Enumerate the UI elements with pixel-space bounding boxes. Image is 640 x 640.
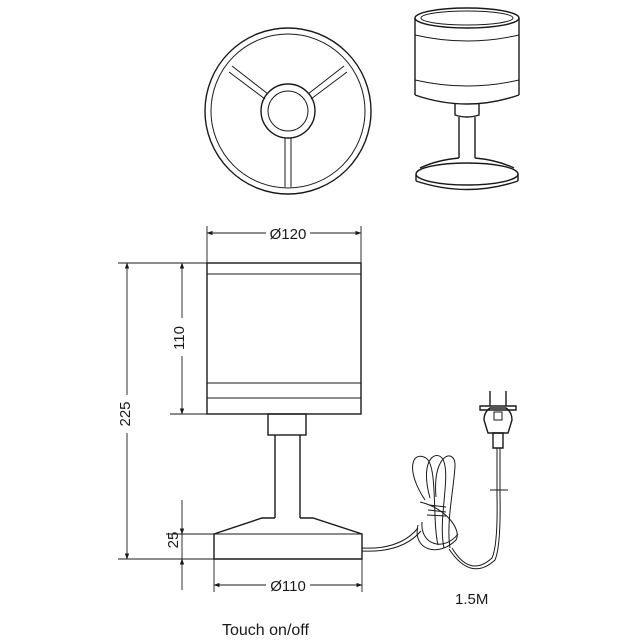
dimension-shade-height: 110 — [168, 262, 207, 415]
stem-collar — [267, 413, 307, 436]
base-diameter-label: Ø110 — [270, 578, 306, 595]
dimension-base-diameter: Ø110 — [213, 559, 363, 595]
base-height-label: 25 — [165, 532, 182, 549]
dimension-shade-diameter: Ø120 — [206, 224, 362, 263]
total-height-label: 225 — [117, 401, 134, 426]
front-view-lamp — [206, 262, 363, 560]
shade-diameter-label: Ø120 — [270, 226, 307, 243]
base-outline — [213, 517, 363, 560]
cable-length-label: 1.5M — [455, 591, 488, 608]
perspective-view-lamp — [414, 7, 520, 191]
dimension-base-height: 25 — [165, 500, 214, 590]
shade-height-label: 110 — [171, 326, 188, 350]
caption-touch-switch: Touch on/off — [222, 622, 309, 639]
power-cable — [361, 448, 508, 570]
shade-outline — [206, 262, 362, 415]
top-view-shade-frame — [204, 27, 372, 195]
dimension-total-height: 225 — [114, 262, 214, 560]
frame-spokes — [228, 65, 348, 187]
plug-icon — [479, 391, 517, 449]
